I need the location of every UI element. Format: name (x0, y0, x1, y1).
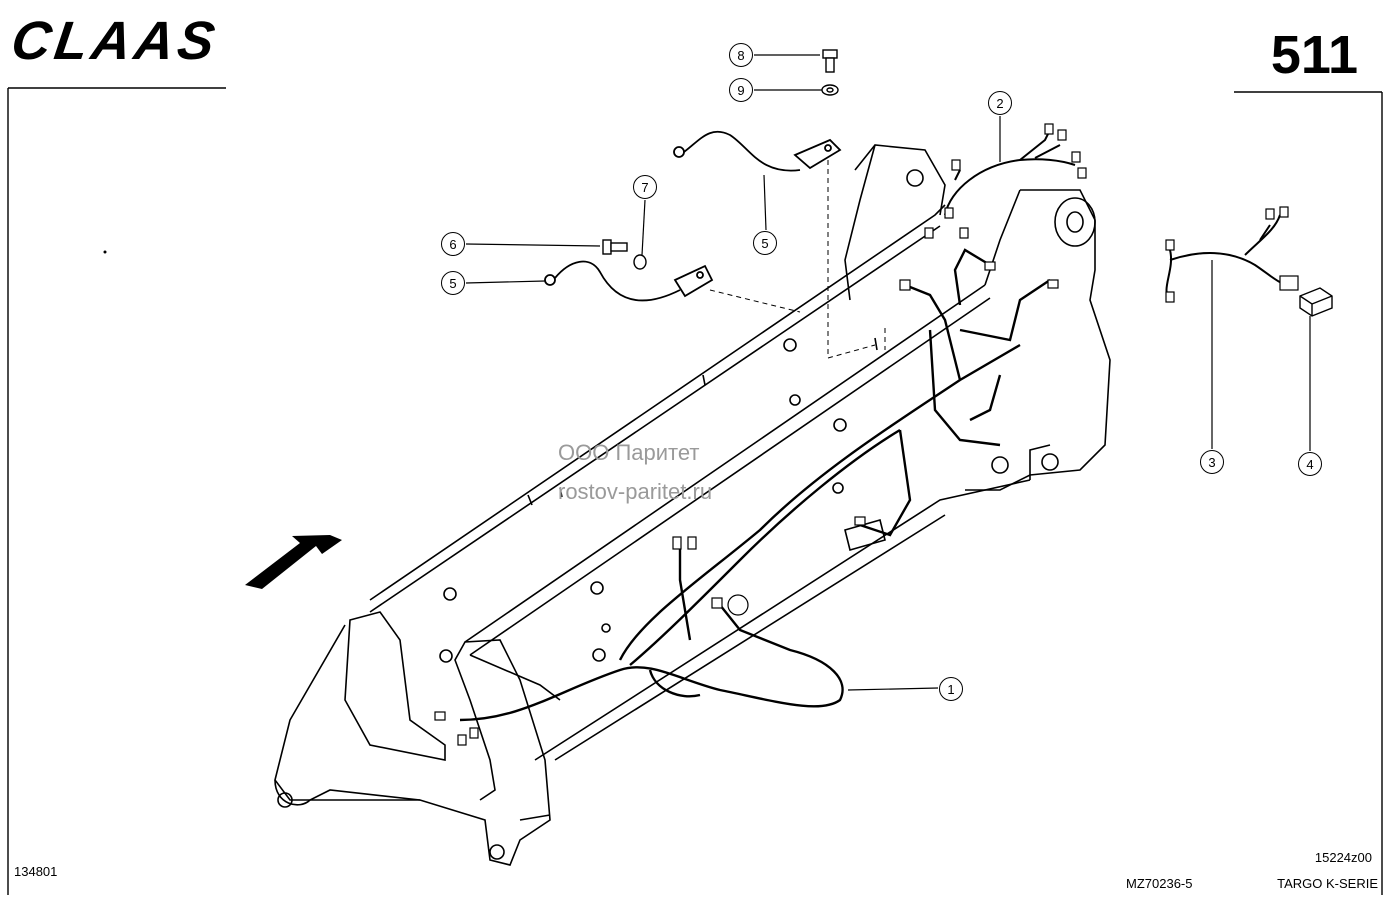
callout-8[interactable]: 8 (729, 43, 753, 67)
callout-5-upper[interactable]: 5 (753, 231, 777, 255)
footer-drawing-code: 15224z00 (1314, 850, 1372, 865)
callout-1[interactable]: 1 (939, 677, 963, 701)
callout-2[interactable]: 2 (988, 91, 1012, 115)
footer-mz-code: MZ70236-5 (1126, 876, 1193, 891)
callout-4[interactable]: 4 (1298, 452, 1322, 476)
bolt-6 (602, 239, 628, 255)
callout-4-label: 4 (1306, 456, 1314, 472)
ground-strap-upper (673, 130, 842, 172)
washer-9 (821, 84, 839, 96)
watermark-url: rostov-paritet.ru (558, 479, 713, 504)
callout-8-label: 8 (737, 47, 745, 63)
callout-1-label: 1 (947, 681, 955, 697)
harness-2-connectors (944, 123, 1087, 239)
callout-3[interactable]: 3 (1200, 450, 1224, 474)
wiring-harness-main (459, 248, 1051, 722)
callout-5-lower[interactable]: 5 (441, 271, 465, 295)
wiring-harness-3 (1165, 214, 1291, 301)
callout-5-lower-label: 5 (449, 275, 457, 291)
callout-5-upper-label: 5 (761, 235, 769, 251)
callout-9[interactable]: 9 (729, 78, 753, 102)
forward-direction-arrow (245, 535, 342, 589)
frame-lines (7, 87, 1383, 895)
callout-7-label: 7 (641, 179, 649, 195)
callout-6[interactable]: 6 (441, 232, 465, 256)
callout-7[interactable]: 7 (633, 175, 657, 199)
bolt-8 (822, 49, 838, 73)
harness-3-connectors (1165, 206, 1299, 303)
callout-3-label: 3 (1208, 454, 1216, 470)
washer-7 (633, 254, 647, 270)
harness-connectors (434, 227, 1059, 746)
page-number: 511 (1270, 25, 1358, 85)
boom-arm (274, 144, 1111, 866)
watermark-company: ООО Паритет (558, 440, 700, 465)
footer-series: TARGO K-SERIE (1277, 876, 1378, 891)
callout-2-label: 2 (996, 95, 1004, 111)
claas-logo: CLAAS (7, 11, 223, 71)
callout-9-label: 9 (737, 82, 745, 98)
ground-strap-lower (544, 260, 714, 302)
leader-lines (465, 54, 1311, 691)
assembly-lines (709, 160, 886, 359)
wiring-harness-2 (944, 129, 1076, 216)
footer-left-code: 134801 (14, 864, 58, 879)
connector-block-4 (1299, 287, 1333, 317)
callout-6-label: 6 (449, 236, 457, 252)
